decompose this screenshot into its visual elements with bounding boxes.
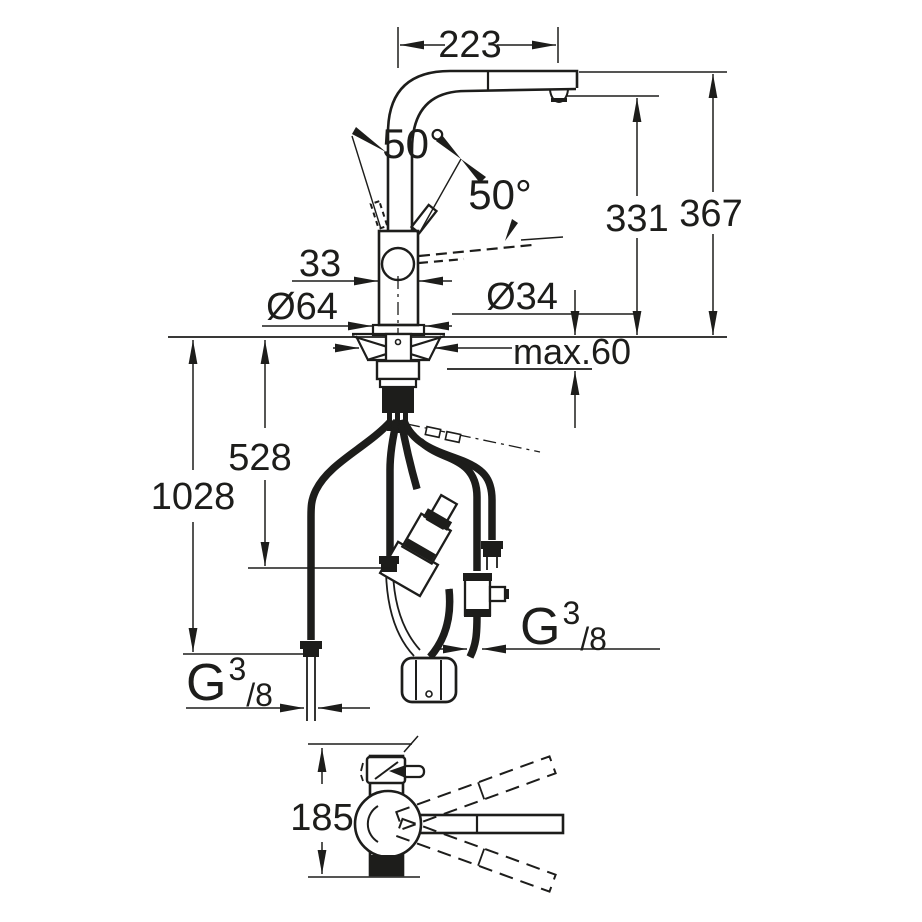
hose-mid-core	[388, 419, 399, 556]
rosette-hole	[394, 338, 402, 346]
dim-front-height-hook	[403, 735, 419, 753]
topview-lever-arrow	[389, 765, 406, 778]
valve-handle	[488, 585, 507, 603]
dim-height-outlet-label: 331	[605, 198, 668, 240]
lever-dashed-horizontal-2	[418, 257, 465, 265]
valve-handle-tip	[504, 589, 509, 599]
faucet-front-view	[351, 69, 579, 352]
angle2-leader	[520, 236, 564, 241]
rosette-side-l	[355, 335, 369, 361]
angle-bowtie-lower	[461, 159, 486, 183]
spout-inner-line	[410, 87, 577, 231]
angle-bowtie-upper	[436, 135, 461, 159]
dim-hose-long: 1028	[151, 340, 306, 655]
dim-thread-right-label: G3/8	[520, 595, 607, 657]
hose-assembly	[300, 417, 541, 721]
lever-dashed-horizontal	[418, 243, 533, 258]
shank-locknut	[375, 359, 421, 381]
topview-swivel-circle	[353, 789, 423, 859]
pullout-dash-2	[444, 430, 462, 444]
valve-band-bottom	[464, 609, 491, 617]
dim-reach: 223	[397, 24, 559, 68]
hose-mid-tail-1	[385, 571, 415, 657]
dim-lever-angle-front-label: 50°	[468, 171, 532, 218]
dim-height-total-label: 367	[679, 193, 742, 235]
valve-band-top	[463, 573, 492, 581]
dim-thread-right: G3/8	[438, 595, 660, 657]
faucet-top-view: 185	[290, 735, 565, 893]
g38-nut-left	[300, 641, 322, 657]
hose-weight	[400, 656, 458, 704]
dim-reach-label: 223	[438, 24, 501, 66]
connector-band-2	[403, 538, 436, 563]
dim-front-height-label: 185	[290, 797, 353, 839]
dim-hole-diameter: Ø34	[452, 276, 640, 335]
shank-ring	[378, 377, 418, 389]
dim-hose-mid-label: 528	[228, 437, 291, 479]
connector-band-1	[422, 508, 453, 531]
lever-tip-solid-right	[409, 203, 439, 235]
topview-spout-swivel-up	[395, 755, 557, 831]
hose-valve-up-core	[418, 439, 479, 571]
rosette-center	[384, 332, 413, 363]
dim-deck-thickness: max.60	[513, 331, 631, 428]
topview-lever-diagonal	[374, 761, 399, 780]
g38-nut-right	[481, 541, 503, 557]
dim-front-height: 185	[290, 735, 420, 878]
dim-thread-left-label: G3/8	[186, 651, 273, 713]
topview-inner-arc	[366, 805, 379, 843]
dim-height-outlet: 331	[567, 95, 669, 335]
pullout-dash-1	[424, 425, 442, 439]
weight-barrel	[400, 656, 458, 704]
spout-outer-line	[386, 69, 579, 231]
hose-pullout-entry-core	[399, 419, 419, 490]
dim-body-width-label: 33	[299, 243, 341, 285]
angle2-arrow	[505, 219, 518, 241]
dim-hose-long-label: 1028	[151, 476, 236, 518]
topview-base-black	[371, 855, 402, 874]
topview-dashed-divider-down	[477, 848, 486, 866]
dim-lever-angle-side-label: 50°	[382, 120, 446, 167]
hose-pullout-down-core	[428, 588, 452, 659]
dim-deck-label: max.60	[513, 331, 631, 372]
inline-connector	[378, 493, 459, 598]
pullout-centerline	[406, 423, 541, 453]
weight-screw	[425, 690, 433, 698]
dim-base-dia-label: Ø64	[266, 286, 338, 328]
topview-lever-dash-1	[360, 762, 364, 772]
dim-base-diameter: Ø64	[262, 286, 452, 331]
dimension-annotations: 223 50° 50° 367 331 33 Ø64	[151, 24, 743, 713]
angle-line-left	[351, 135, 382, 230]
shank-thread	[382, 387, 414, 413]
topview-dashed-spout-up	[395, 755, 557, 831]
angle-arrow-left	[352, 127, 386, 152]
topview-lever-dash-2	[360, 774, 364, 782]
hose-right-core	[402, 420, 494, 540]
dim-thread-left: G3/8	[186, 651, 370, 713]
dim-hole-dia-label: Ø34	[486, 276, 558, 318]
g38-nut-mid	[379, 556, 399, 572]
mounting-section	[168, 332, 727, 433]
topview-spout-swivel-down	[395, 817, 557, 893]
angle-line-right	[420, 158, 462, 231]
dim-height-total: 367	[579, 71, 743, 335]
topview-dashed-divider-up	[477, 782, 486, 800]
dim-hose-mid: 528	[228, 340, 390, 569]
topview-dashed-spout-down	[395, 817, 557, 893]
check-valve	[463, 573, 509, 617]
hose-weight-up-core	[468, 615, 479, 658]
hose-left-core	[309, 418, 394, 640]
dim-body-width: 33	[292, 243, 452, 286]
hose-tubes	[307, 417, 496, 660]
